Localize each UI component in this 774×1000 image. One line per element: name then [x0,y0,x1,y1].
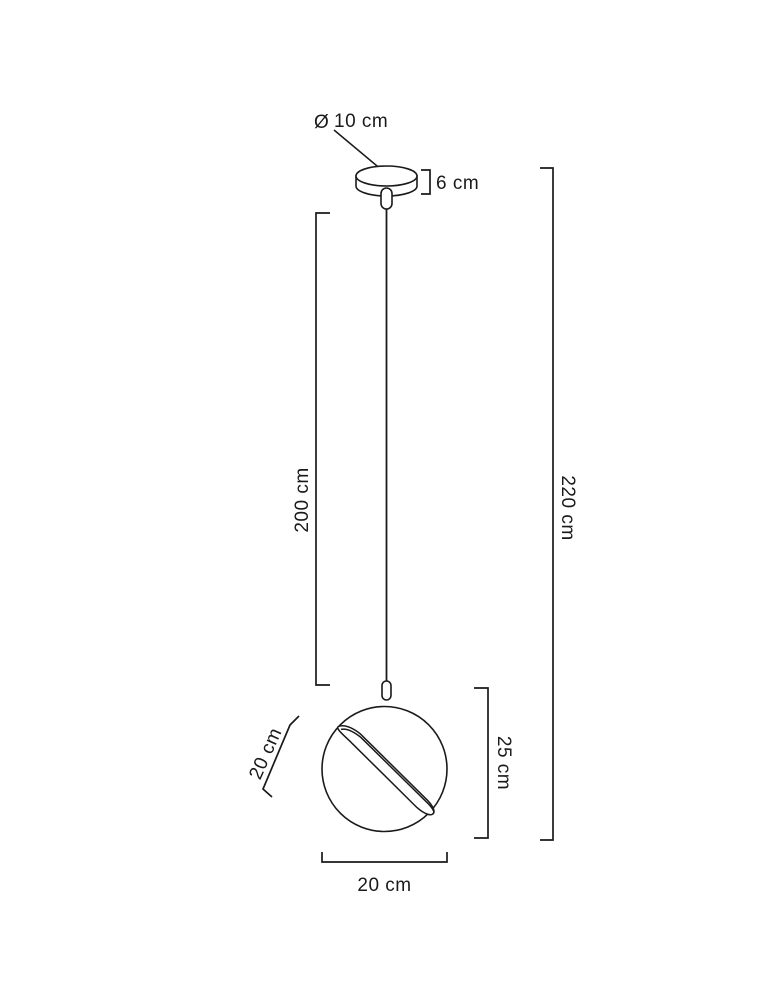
shade-height-bracket [474,687,489,839]
spherical-shade [321,705,448,833]
shade-height-dimension [474,687,489,839]
cut-band-inner-edge [340,728,435,815]
canopy-top-ellipse [355,165,418,187]
canopy-height-label: 6 cm [436,173,479,194]
ceiling-canopy [355,165,418,210]
shade-diagonal-label: 20 cm [245,725,286,783]
diagonal-cut-band [336,725,435,816]
canopy-height-dimension [421,169,431,195]
shade-connector [381,680,392,701]
canopy-stem [380,187,393,210]
total-height-label: 220 cm [557,475,578,540]
shade-connector-stem [381,680,392,701]
cord-drop-label: 200 cm [292,467,313,532]
shade-diagonal-dimension [261,715,300,798]
canopy-height-bracket [421,169,431,195]
shade-width-dimension [321,852,448,863]
cord-drop-dimension [315,212,330,686]
total-height-dimension [540,167,554,841]
shade-height-label: 25 cm [493,736,514,790]
shade-diagonal-bracket [261,715,300,798]
shade-width-bracket [321,852,448,863]
total-height-bracket [540,167,554,841]
canopy-diameter-label: 10 cm [334,111,388,132]
shade-width-label: 20 cm [357,875,411,896]
diameter-symbol: Ø [314,112,329,133]
cord-drop-bracket [315,212,330,686]
